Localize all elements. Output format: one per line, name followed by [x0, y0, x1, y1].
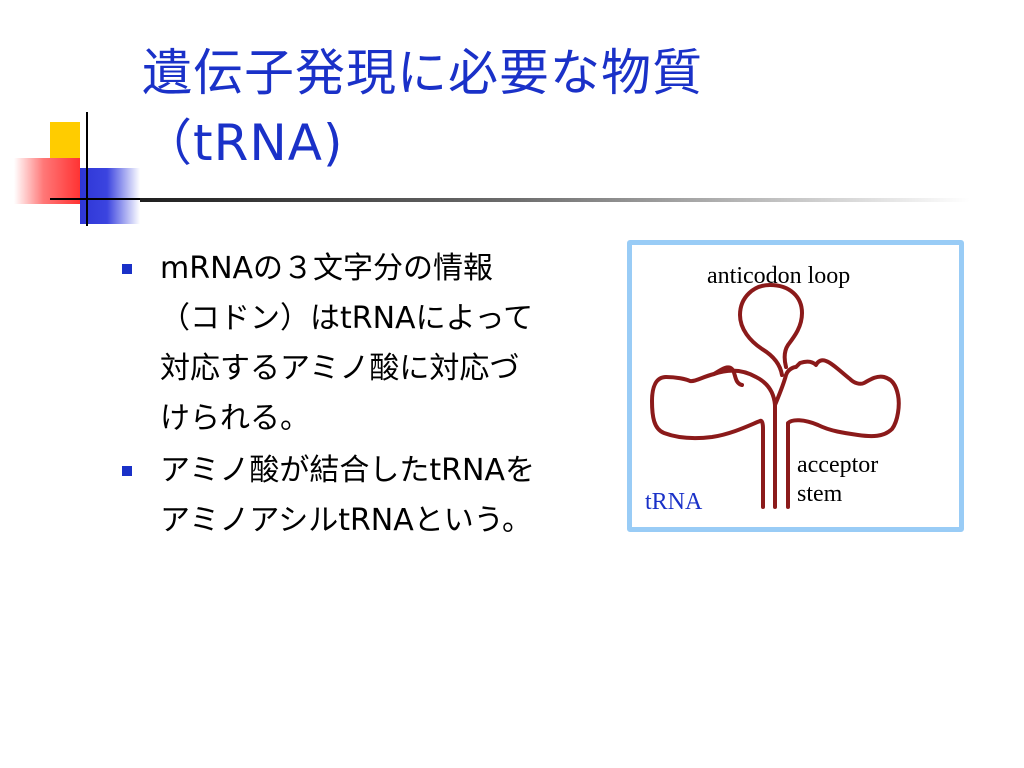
bullet-line: 対応するアミノ酸に対応づ [160, 351, 520, 386]
trna-d-arm-notch-path [712, 365, 744, 387]
bullet-line: mRNAの３文字分の情報 [160, 251, 494, 286]
decorative-horizontal-line [50, 198, 140, 200]
stem-label: stem [797, 481, 843, 507]
slide-title-line-1: 遺伝子発現に必要な物質 [142, 44, 703, 102]
square-bullet-icon [122, 264, 132, 274]
bullet-line: アミノアシルtRNAという。 [160, 503, 532, 538]
bullet-item: アミノ酸が結合したtRNAを アミノアシルtRNAという。 [118, 446, 578, 546]
anticodon-loop-label: anticodon loop [707, 263, 851, 289]
square-bullet-icon [122, 466, 132, 476]
bullet-line: （コドン）はtRNAによって [160, 301, 534, 336]
bullet-item: mRNAの３文字分の情報 （コドン）はtRNAによって 対応するアミノ酸に対応づ… [118, 244, 578, 444]
trna-label: tRNA [645, 489, 703, 515]
decorative-yellow-block [50, 122, 80, 164]
trna-diagram-frame: anticodon loop acceptor stem tRNA [627, 240, 964, 532]
trna-anticodon-loop-path [738, 283, 804, 377]
trna-cloverleaf-diagram [650, 283, 901, 509]
decorative-blue-block [80, 168, 140, 224]
decorative-vertical-line [86, 112, 88, 226]
acceptor-label: acceptor [797, 452, 879, 478]
title-underline-rule [140, 198, 970, 202]
bullet-line: けられる。 [160, 401, 310, 436]
slide-title: 遺伝子発現に必要な物質 （tRNA) [142, 38, 703, 178]
bullet-line: アミノ酸が結合したtRNAを [160, 453, 535, 488]
slide-title-line-2: （tRNA) [142, 114, 344, 172]
trna-strand-path [650, 358, 901, 509]
decorative-red-block [14, 158, 80, 204]
bullet-list: mRNAの３文字分の情報 （コドン）はtRNAによって 対応するアミノ酸に対応づ… [118, 244, 578, 548]
